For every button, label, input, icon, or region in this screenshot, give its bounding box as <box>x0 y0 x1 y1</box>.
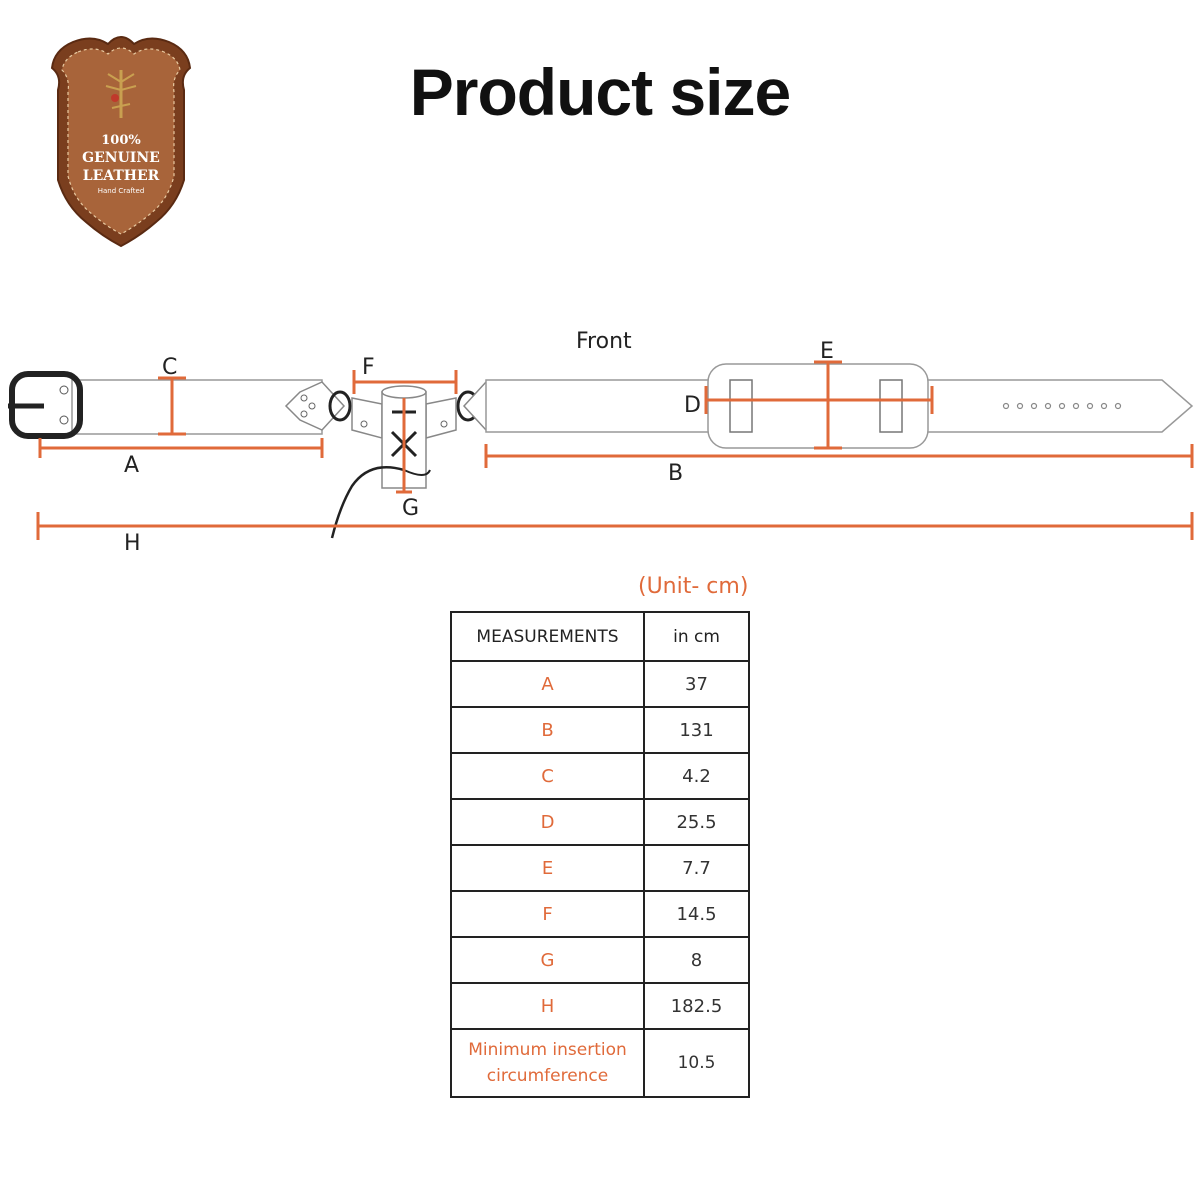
row-label-line2: circumference <box>486 1066 609 1086</box>
row-value: 25.5 <box>643 798 750 846</box>
dim-label-b: B <box>668 461 683 486</box>
row-label: F <box>450 890 645 938</box>
belt-diagram: Front <box>8 329 1194 550</box>
row-label: E <box>450 844 645 892</box>
dim-label-g: G <box>402 496 419 521</box>
table-row: Minimum insertion circumference 10.5 <box>450 1028 750 1098</box>
row-value: 131 <box>643 706 750 754</box>
lace-icon <box>330 466 405 539</box>
header-measurements: MEASUREMENTS <box>450 611 645 662</box>
unit-note: (Unit- cm) <box>638 574 749 599</box>
belt-holes <box>1002 402 1122 410</box>
dim-label-d: D <box>684 393 701 418</box>
row-label-min-insertion: Minimum insertion circumference <box>450 1028 645 1098</box>
row-value: 8 <box>643 936 750 984</box>
dimension-lines <box>36 360 1194 540</box>
badge-line3: LEATHER <box>83 168 160 184</box>
view-label: Front <box>576 329 632 354</box>
row-label: A <box>450 660 645 708</box>
genuine-leather-badge: 100% GENUINE LEATHER Hand Crafted <box>50 36 192 248</box>
row-value: 7.7 <box>643 844 750 892</box>
row-label: C <box>450 752 645 800</box>
row-value: 182.5 <box>643 982 750 1030</box>
page-title: Product size <box>409 55 791 129</box>
badge-line4: Hand Crafted <box>98 187 145 195</box>
dim-label-f: F <box>362 355 375 380</box>
row-value: 10.5 <box>643 1028 750 1098</box>
badge-line1: 100% <box>101 133 141 148</box>
deer-emblem-icon <box>105 70 137 118</box>
right-strap <box>462 363 1194 449</box>
dim-label-e: E <box>820 339 834 364</box>
row-label-line1: Minimum insertion <box>468 1040 627 1060</box>
row-label: G <box>450 936 645 984</box>
header-in-cm: in cm <box>643 611 750 662</box>
row-value: 4.2 <box>643 752 750 800</box>
dim-label-a: A <box>124 453 139 478</box>
dim-label-c: C <box>162 355 177 380</box>
row-label: D <box>450 798 645 846</box>
row-value: 14.5 <box>643 890 750 938</box>
table-header-row: MEASUREMENTS in cm <box>450 611 750 662</box>
badge-line2: GENUINE <box>82 150 160 166</box>
dim-label-h: H <box>124 531 141 550</box>
left-strap <box>8 371 346 439</box>
row-label: H <box>450 982 645 1030</box>
row-value: 37 <box>643 660 750 708</box>
loop-pad <box>707 363 929 449</box>
row-label: B <box>450 706 645 754</box>
